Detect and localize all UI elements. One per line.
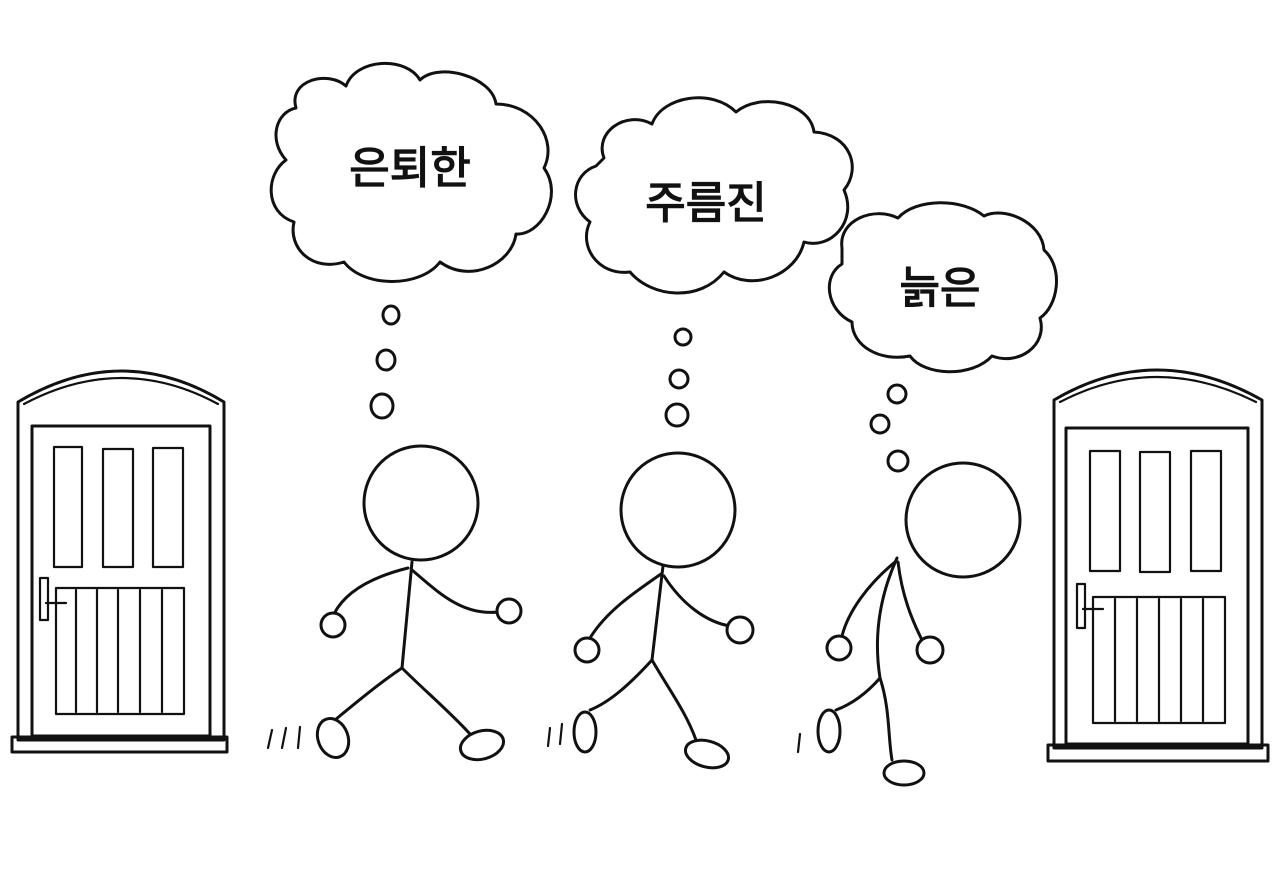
thought-bubble-retired: 은퇴한 [269, 61, 553, 420]
thought-word-1: 은퇴한 [349, 143, 470, 194]
thought-bubble-wrinkled: 주름진 [574, 96, 854, 428]
door-icon-left [10, 369, 229, 754]
stick-figure-stooped [796, 461, 1022, 787]
stick-figure-walking [546, 451, 755, 770]
thought-word-2: 주름진 [645, 178, 766, 229]
thought-bubble-old: 늙은 [827, 201, 1058, 473]
thought-word-3: 늙은 [900, 263, 981, 314]
door-icon-right [1046, 368, 1270, 763]
stick-figure-walking [266, 444, 523, 762]
